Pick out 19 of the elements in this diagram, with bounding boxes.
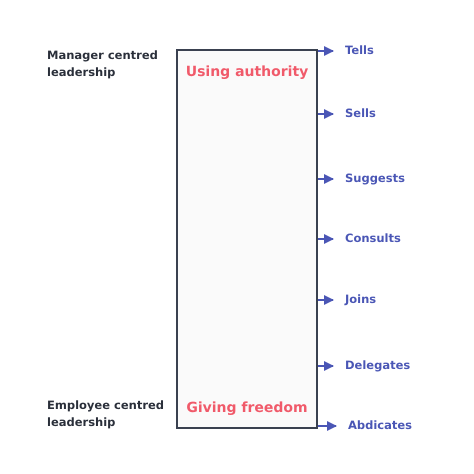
heading-text: Giving freedom: [185, 400, 309, 416]
arrow: [318, 421, 337, 431]
behaviour-label: Delegates: [345, 357, 410, 373]
heading-text: Using authority: [184, 64, 310, 80]
arrow: [318, 46, 334, 56]
arrow: [318, 234, 334, 244]
behaviour-label: Consults: [345, 230, 401, 246]
arrow: [318, 361, 334, 371]
side-label: Employee centred leadership: [47, 397, 166, 431]
behaviour-label: Sells: [345, 105, 376, 121]
behaviour-label: Abdicates: [348, 417, 412, 433]
arrow: [318, 295, 334, 305]
behaviour-label: Joins: [345, 291, 376, 307]
continuum-box: [176, 49, 318, 429]
arrow: [318, 109, 334, 119]
behaviour-label: Tells: [345, 42, 374, 58]
behaviour-label: Suggests: [345, 170, 405, 186]
side-label: Manager centred leadership: [47, 47, 159, 81]
arrow: [318, 174, 334, 184]
